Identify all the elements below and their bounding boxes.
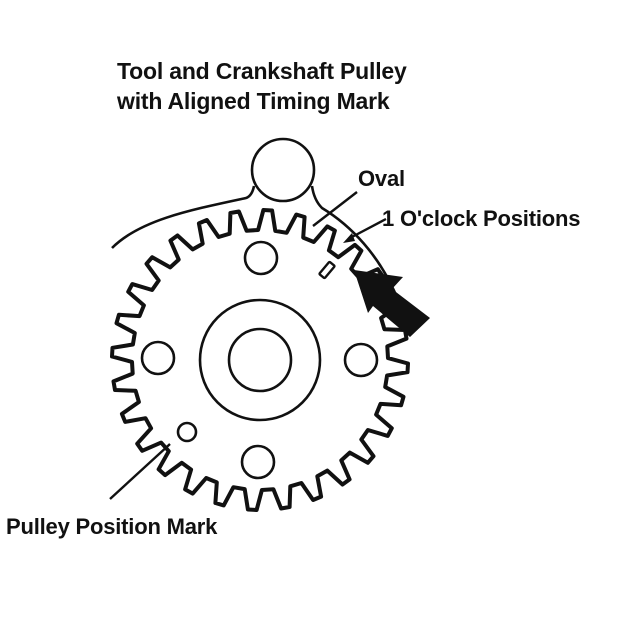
pulley-position-mark-label: Pulley Position Mark (6, 514, 218, 539)
oval-label: Oval (358, 166, 405, 191)
clock-position-label: 1 O'clock Positions (382, 206, 581, 231)
clock-leader-line (349, 217, 387, 240)
bolt-hole (240, 444, 276, 480)
crankshaft-pulley-gear (110, 208, 410, 512)
bolt-hole (243, 240, 279, 276)
title-line-1: Tool and Crankshaft Pulley (117, 58, 407, 84)
timing-pointer-arrow (354, 270, 430, 337)
pulley-mark-leader-line (109, 443, 171, 500)
bolt-holes (140, 240, 379, 480)
hub-inner-bore (227, 327, 293, 393)
diagram-title: Tool and Crankshaft Pulley with Aligned … (117, 56, 407, 116)
oval-timing-mark (318, 260, 336, 280)
bolt-hole (176, 421, 198, 443)
hub-outer-ring (198, 298, 322, 422)
oval-leader-line (312, 191, 358, 227)
tool-pin-circle (250, 137, 316, 203)
bolt-hole (140, 340, 176, 376)
clock-leader-arrowhead (343, 233, 355, 243)
bolt-hole (343, 342, 379, 378)
title-line-2: with Aligned Timing Mark (117, 88, 390, 114)
